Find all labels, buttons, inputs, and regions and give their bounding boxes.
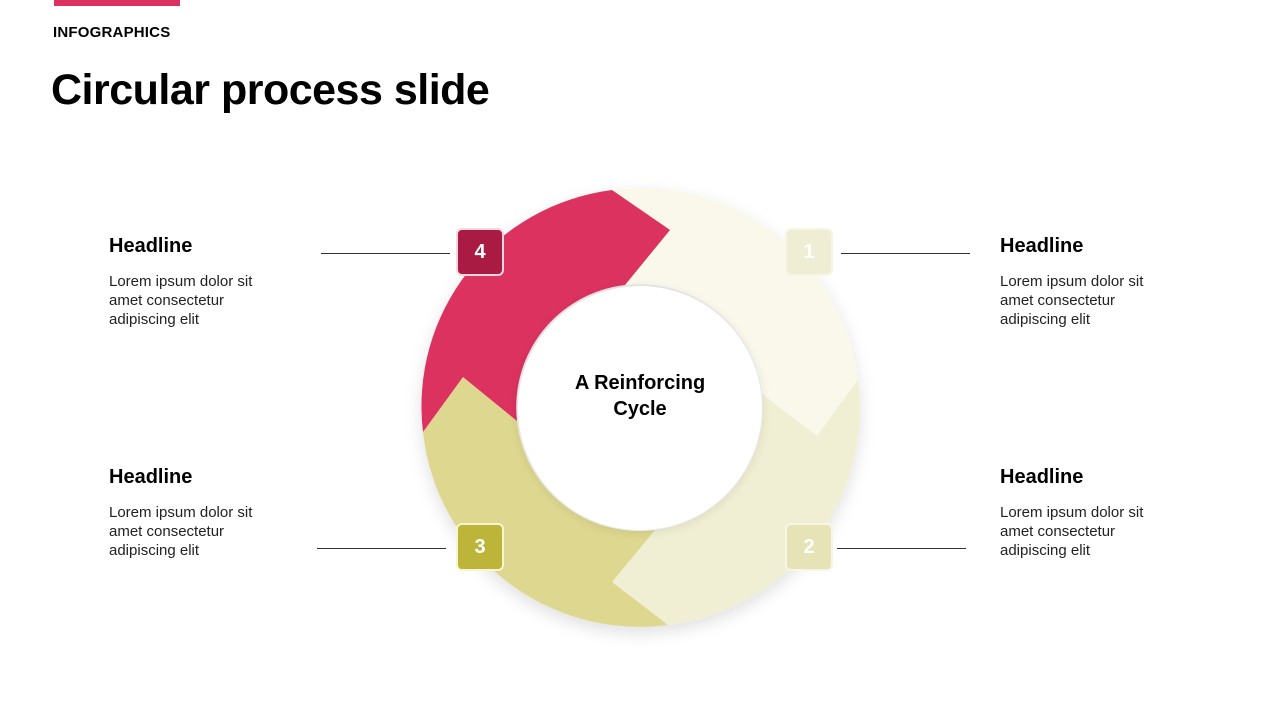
page-title: Circular process slide	[51, 66, 490, 114]
segment-4	[421, 190, 670, 432]
step-text-4: Headline Lorem ipsum dolor sit amet cons…	[109, 235, 309, 329]
connector-2	[837, 548, 966, 549]
step-body: Lorem ipsum dolor sit amet consectetur a…	[109, 273, 253, 328]
segment-2	[612, 380, 860, 625]
step-text-1: Headline Lorem ipsum dolor sit amet cons…	[1000, 235, 1200, 329]
segment-3	[423, 377, 668, 627]
step-badge-2: 2	[785, 523, 833, 571]
connector-1	[841, 253, 970, 254]
step-body: Lorem ipsum dolor sit amet consectetur a…	[1000, 273, 1144, 328]
segment-1	[612, 187, 858, 436]
step-headline: Headline	[109, 466, 193, 488]
center-label: A Reinforcing Cycle	[574, 372, 706, 420]
connector-4	[321, 253, 450, 254]
step-body: Lorem ipsum dolor sit amet consectetur a…	[1000, 504, 1144, 559]
center-circle	[518, 286, 762, 530]
step-body: Lorem ipsum dolor sit amet consectetur a…	[109, 504, 253, 559]
step-headline: Headline	[1000, 466, 1084, 488]
step-text-3: Headline Lorem ipsum dolor sit amet cons…	[109, 466, 309, 560]
step-headline: Headline	[1000, 235, 1084, 257]
connector-3	[317, 548, 446, 549]
step-text-2: Headline Lorem ipsum dolor sit amet cons…	[1000, 466, 1200, 560]
step-headline: Headline	[109, 235, 193, 257]
step-badge-1: 1	[785, 228, 833, 276]
accent-bar	[54, 0, 180, 6]
section-kicker: INFOGRAPHICS	[53, 24, 171, 41]
step-badge-4: 4	[456, 228, 504, 276]
step-badge-3: 3	[456, 523, 504, 571]
